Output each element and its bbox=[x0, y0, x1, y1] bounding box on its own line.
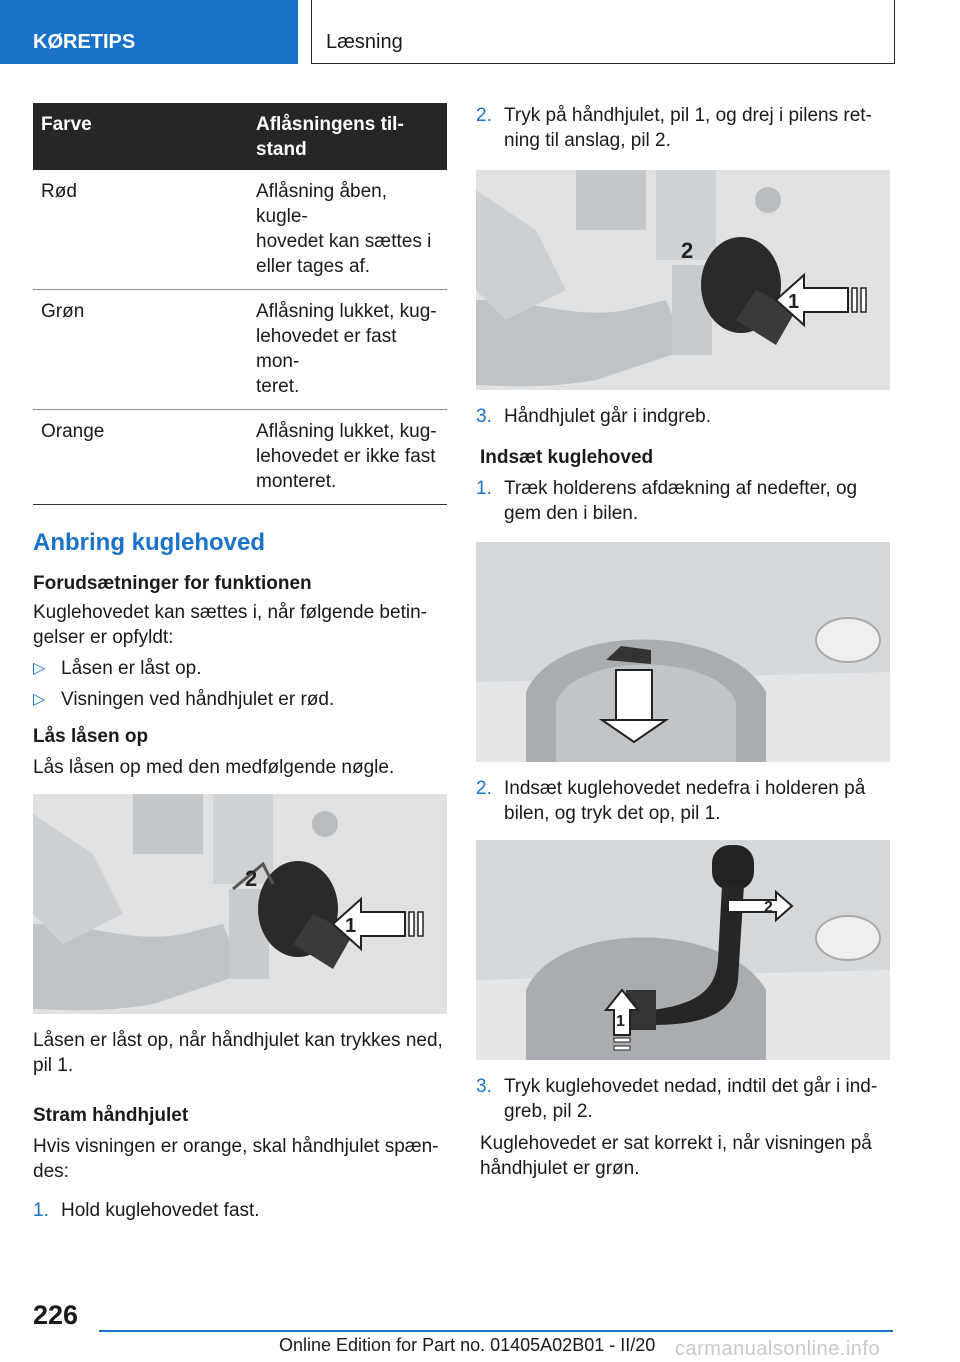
step-number: 3. bbox=[476, 406, 492, 427]
handwheel-turn-illustration: 2 1 bbox=[476, 170, 890, 390]
table-header-row: Farve Aflåsningens til‐ stand bbox=[33, 103, 447, 170]
list-item: 1.Hold kuglehovedet fast. bbox=[33, 1200, 260, 1221]
arrow-label-1: 1 bbox=[345, 915, 356, 937]
list-item: 3.Håndhjulet går i indgreb. bbox=[476, 406, 712, 427]
insert-steps: 1.Træk holderens afdækning af nedefter, … bbox=[476, 476, 890, 526]
table-cell-state: Aflåsning åben, kugle‐ hovedet kan sætte… bbox=[248, 170, 447, 290]
list-item: 3.Tryk kuglehovedet nedad, indtil det gå… bbox=[476, 1076, 878, 1122]
arrow-label-2: 2 bbox=[245, 866, 257, 891]
unlock-heading: Lås låsen op bbox=[33, 726, 149, 747]
img1-caption: Låsen er låst op, når håndhjulet kan try… bbox=[33, 1030, 443, 1076]
tension-text: Hvis visningen er orange, skal håndhjule… bbox=[33, 1136, 439, 1182]
list-item: ▷Låsen er låst op. bbox=[33, 658, 202, 679]
triangle-bullet-icon: ▷ bbox=[33, 660, 46, 677]
list-item: ▷Visningen ved håndhjulet er rød. bbox=[33, 689, 335, 710]
table-cell-color: Rød bbox=[33, 170, 248, 290]
arrow-label-2: 2 bbox=[764, 899, 773, 916]
table-cell-state: Aflåsning lukket, kug‐ lehovedet er fast… bbox=[248, 289, 447, 410]
table-row: Rød Aflåsning åben, kugle‐ hovedet kan s… bbox=[33, 170, 447, 290]
list-item: 2.Indsæt kuglehovedet nedefra i holderen… bbox=[476, 778, 866, 824]
footer-rule bbox=[99, 1330, 893, 1332]
section-title: Anbring kuglehoved bbox=[33, 529, 266, 556]
insert-steps-2: 2.Indsæt kuglehovedet nedefra i holderen… bbox=[476, 776, 890, 826]
holder-cover-illustration bbox=[476, 542, 890, 762]
table-cell-state: Aflåsning lukket, kug‐ lehovedet er ikke… bbox=[248, 409, 447, 505]
final-text: Kuglehovedet er sat korrekt i, når visni… bbox=[480, 1133, 872, 1179]
watermark: carmanualsonline.info bbox=[675, 1338, 881, 1360]
insert-ball-head-illustration: 2 1 bbox=[476, 840, 890, 1060]
arrow-label-1: 1 bbox=[616, 1013, 625, 1030]
indicator-state-table: Farve Aflåsningens til‐ stand Rød Aflåsn… bbox=[33, 103, 447, 505]
topic-tab: Læsning bbox=[311, 0, 895, 64]
table-row: Grøn Aflåsning lukket, kug‐ lehovedet er… bbox=[33, 289, 447, 410]
tension-heading: Stram håndhjulet bbox=[33, 1105, 189, 1126]
section-label: KØRETIPS bbox=[33, 31, 136, 53]
step-number: 2. bbox=[476, 778, 492, 799]
table-header-state: Aflåsningens til‐ stand bbox=[248, 103, 447, 170]
page-number: 226 bbox=[33, 1300, 79, 1330]
step-number: 1. bbox=[476, 478, 492, 499]
topic-label: Læsning bbox=[326, 31, 403, 53]
section-tab: KØRETIPS bbox=[0, 0, 298, 64]
arrow-label-1: 1 bbox=[788, 291, 799, 313]
table-row: Orange Aflåsning lukket, kug‐ lehovedet … bbox=[33, 409, 447, 505]
insert-steps-3: 3.Tryk kuglehovedet nedad, indtil det gå… bbox=[476, 1074, 890, 1124]
insert-heading: Indsæt kuglehoved bbox=[480, 447, 654, 468]
step-number: 3. bbox=[476, 1076, 492, 1097]
table-cell-color: Orange bbox=[33, 409, 248, 505]
prereq-list: ▷Låsen er låst op. ▷Visningen ved håndhj… bbox=[33, 656, 447, 712]
right-column: 2.Tryk på håndhjulet, pil 1, og drej i p… bbox=[476, 103, 890, 1181]
edition-text: Online Edition for Part no. 01405A02B01 … bbox=[279, 1335, 656, 1355]
left-column: Farve Aflåsningens til‐ stand Rød Aflåsn… bbox=[33, 103, 447, 1223]
prereq-text: Kuglehovedet kan sættes i, når følgende … bbox=[33, 602, 427, 648]
step-number: 1. bbox=[33, 1200, 49, 1221]
tension-steps-final: 3.Håndhjulet går i indgreb. bbox=[476, 404, 890, 429]
table-header-color: Farve bbox=[33, 103, 248, 170]
list-item: 1.Træk holderens afdækning af nedefter, … bbox=[476, 478, 858, 524]
handwheel-illustration: 2 1 bbox=[33, 794, 447, 1014]
tension-steps: 1.Hold kuglehovedet fast. bbox=[33, 1198, 447, 1223]
unlock-text: Lås låsen op med den medfølgende nøgle. bbox=[33, 757, 395, 778]
triangle-bullet-icon: ▷ bbox=[33, 691, 46, 708]
tension-steps-continued: 2.Tryk på håndhjulet, pil 1, og drej i p… bbox=[476, 103, 890, 153]
list-item: 2.Tryk på håndhjulet, pil 1, og drej i p… bbox=[476, 105, 872, 151]
arrow-label-2: 2 bbox=[681, 238, 693, 263]
table-cell-color: Grøn bbox=[33, 289, 248, 410]
prereq-heading: Forudsætninger for funktionen bbox=[33, 573, 312, 594]
step-number: 2. bbox=[476, 105, 492, 126]
